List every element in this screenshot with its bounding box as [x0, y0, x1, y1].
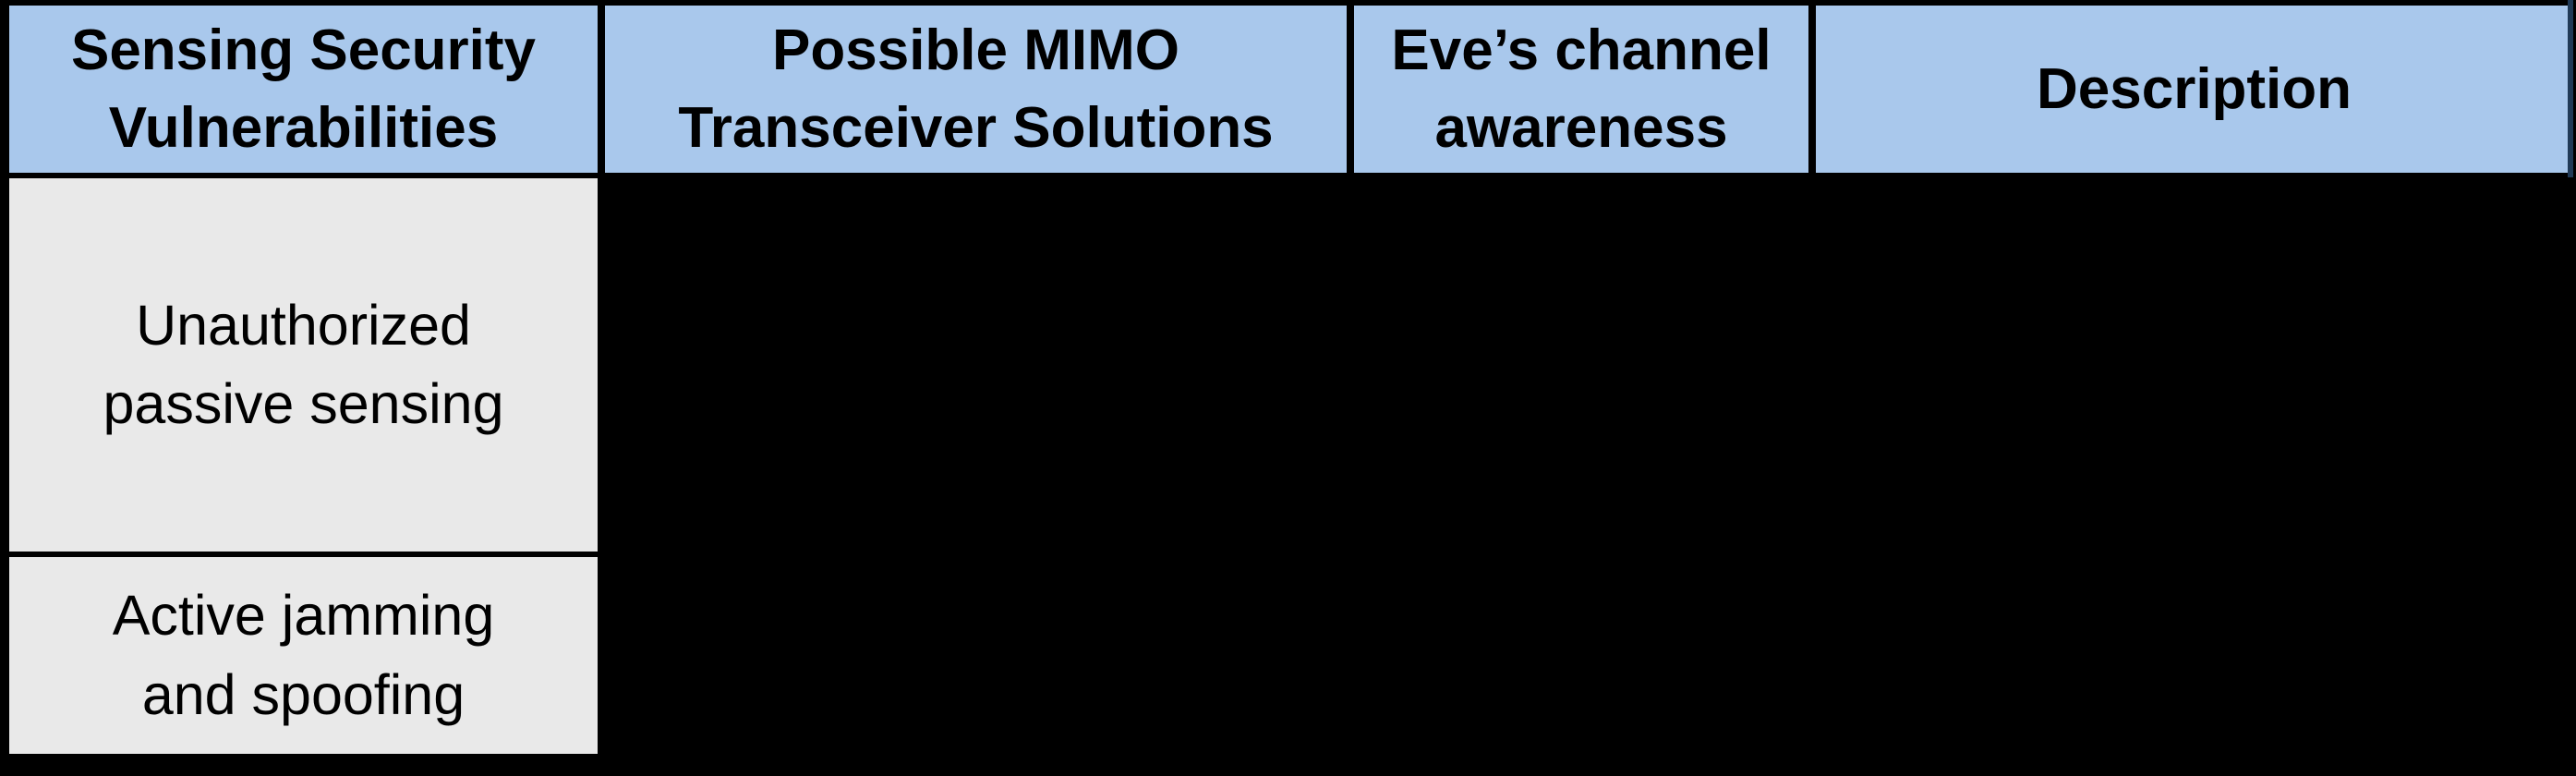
- vulnerability-label: Unauthorized passive sensing: [103, 293, 504, 435]
- column-header-description: Description: [1816, 6, 2572, 173]
- table-outer-border-right: [2568, 0, 2573, 177]
- column-header-label: Sensing Security Vulnerabilities: [70, 18, 537, 160]
- sensing-security-table: Sensing Security Vulnerabilities Possibl…: [9, 6, 2572, 754]
- column-header-label: Possible MIMO Transceiver Solutions: [678, 18, 1274, 160]
- empty-cell-awareness-row1: [1354, 178, 1808, 552]
- vulnerability-cell-active-jamming-and-spoofing: Active jamming and spoofing: [9, 557, 598, 754]
- empty-cell-awareness-row2: [1354, 557, 1808, 754]
- column-header-eves-channel-awareness: Eve’s channel awareness: [1354, 6, 1808, 173]
- vulnerability-cell-unauthorized-passive-sensing: Unauthorized passive sensing: [9, 178, 598, 552]
- column-header-label: Description: [2036, 56, 2352, 121]
- column-header-possible-mimo-transceiver-solutions: Possible MIMO Transceiver Solutions: [605, 6, 1347, 173]
- column-header-sensing-security-vulnerabilities: Sensing Security Vulnerabilities: [9, 6, 598, 173]
- empty-cell-description-row1: [1816, 178, 2572, 552]
- empty-cell-description-row2: [1816, 557, 2572, 754]
- column-header-label: Eve’s channel awareness: [1391, 18, 1772, 160]
- empty-cell-solutions-row1: [605, 178, 1347, 552]
- empty-cell-solutions-row2: [605, 557, 1347, 754]
- vulnerability-label: Active jamming and spoofing: [112, 584, 495, 726]
